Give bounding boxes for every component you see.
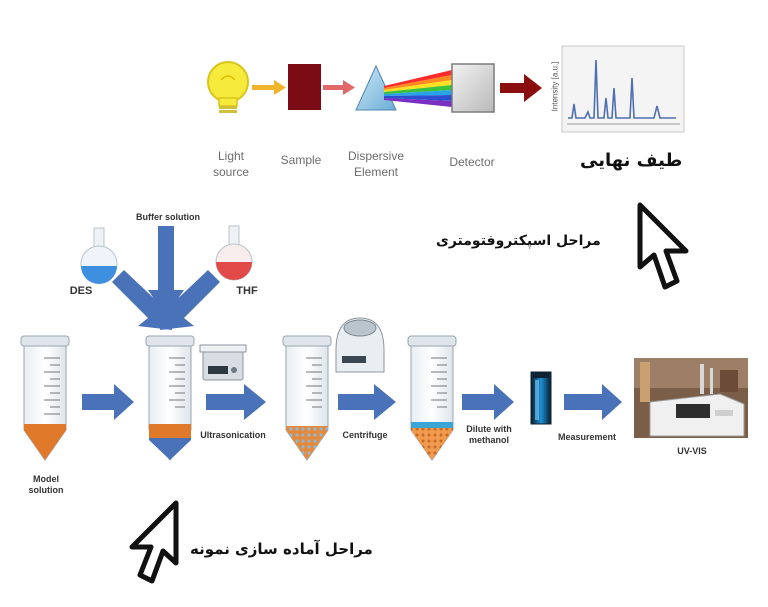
- arrow-step-4: [462, 384, 514, 420]
- centrifuge-label: Centrifuge: [342, 430, 388, 440]
- tube-model-solution: [20, 335, 70, 461]
- dilute-methanol-label: Dilute with methanol: [458, 424, 520, 446]
- measurement-label: Measurement: [557, 432, 617, 442]
- thf-flask-icon: [215, 225, 253, 281]
- tube-after-ultrasonication: [282, 335, 332, 461]
- pointer-cursor-icon-2: [129, 500, 179, 584]
- thf-label: THF: [236, 285, 258, 297]
- spectrophotometry-steps-label: مراحل اسپکتروفتومتری: [436, 233, 601, 249]
- dispersive-element-label: Dispersive Element: [340, 148, 412, 180]
- light-source-label: Light source: [203, 148, 259, 180]
- detector-box: [451, 63, 495, 113]
- intensity-axis-label: Intensity [a.u.]: [550, 61, 560, 112]
- model-solution-label: Model solution: [18, 474, 74, 496]
- sample-prep-steps-label: مراحل آماده سازی نمونه: [190, 540, 373, 558]
- light-source-label-line2: source: [212, 165, 250, 179]
- arrow-step-3: [338, 384, 396, 420]
- ultrasonication-label: Ultrasonication: [200, 430, 266, 440]
- dispersive-label-line1: Dispersive: [347, 149, 404, 163]
- arrow-step-1: [82, 384, 134, 420]
- tube-mixture: [145, 335, 195, 461]
- des-flask-icon: [80, 227, 118, 284]
- sample-block: [288, 64, 321, 110]
- centrifuge-icon: [335, 317, 385, 373]
- light-bulb-icon: [207, 61, 249, 113]
- dilute-label-line1: Dilute with: [466, 424, 512, 434]
- dilute-label-line2: methanol: [468, 435, 509, 445]
- pointer-cursor-icon: [637, 202, 689, 290]
- cuvette-icon: [530, 371, 552, 425]
- arrow-thf-diagonal: [160, 270, 220, 330]
- arrow-step-2: [206, 384, 266, 420]
- sample-label: Sample: [280, 153, 322, 167]
- final-spectrum-label: طیف نهایی: [580, 150, 683, 171]
- arrow-detector-to-spectrum: [500, 74, 542, 102]
- ultrasonic-bath-icon: [199, 344, 247, 381]
- arrow-sample-to-prism: [323, 80, 355, 95]
- light-source-label-line1: Light: [217, 149, 245, 163]
- model-label-line1: Model: [33, 474, 59, 484]
- buffer-solution-label: Buffer solution: [136, 212, 200, 222]
- uv-vis-label: UV-VIS: [677, 446, 707, 456]
- dispersive-label-line2: Element: [353, 165, 399, 179]
- uv-vis-instrument-photo: [634, 358, 748, 438]
- arrow-light-to-sample: [252, 80, 286, 95]
- arrow-des-diagonal: [112, 270, 172, 330]
- model-label-line2: solution: [28, 485, 64, 495]
- des-label: DES: [69, 285, 93, 297]
- tube-after-centrifuge: [407, 335, 457, 461]
- rainbow-beam: [384, 70, 452, 107]
- spectrum-plot: [561, 45, 685, 133]
- detector-label: Detector: [449, 155, 495, 169]
- arrow-step-5: [564, 384, 622, 420]
